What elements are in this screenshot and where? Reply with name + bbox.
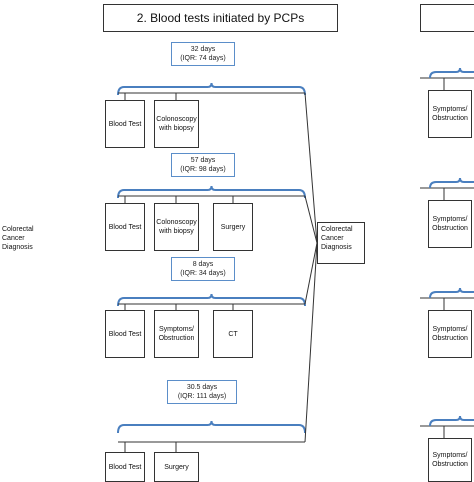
bracket	[117, 420, 306, 434]
bracket	[117, 185, 306, 199]
step-box: Surgery	[213, 203, 253, 251]
step-box: Blood Test	[105, 452, 145, 482]
duration-box-3: 8 days (IQR: 34 days)	[171, 257, 235, 281]
step-box: Colonoscopy with biopsy	[154, 203, 199, 251]
bracket	[429, 177, 474, 189]
duration-value: 32 days	[190, 46, 216, 53]
duration-value: 30.5 days	[186, 384, 218, 391]
step-box: Symptoms/ Obstruction	[154, 310, 199, 358]
right-step-box: Symptoms/ Obstruction	[428, 310, 472, 358]
converge-line	[304, 195, 318, 244]
right-step-box: Symptoms/ Obstruction	[428, 90, 472, 138]
step-box: Surgery	[154, 452, 199, 482]
step-box: Blood Test	[105, 310, 145, 358]
duration-value: 8 days	[192, 261, 214, 268]
duration-iqr: (IQR: 111 days)	[177, 393, 227, 400]
duration-box-4: 30.5 days (IQR: 111 days)	[167, 380, 237, 404]
bracket	[117, 82, 306, 96]
right-step-box: Symptoms/ Obstruction	[428, 438, 472, 482]
bracket	[429, 415, 474, 427]
center-diagnosis-box: Colorectal Cancer Diagnosis	[317, 222, 365, 264]
duration-iqr: (IQR: 34 days)	[180, 270, 226, 277]
panel-title: 2. Blood tests initiated by PCPs	[103, 4, 338, 32]
converge-line	[304, 92, 318, 244]
duration-iqr: (IQR: 74 days)	[180, 55, 226, 62]
bracket	[117, 293, 306, 307]
duration-iqr: (IQR: 98 days)	[180, 166, 226, 173]
bracket	[429, 67, 474, 79]
right-step-box: Symptoms/ Obstruction	[428, 200, 472, 248]
duration-box-1: 32 days (IQR: 74 days)	[171, 42, 235, 66]
bracket	[429, 287, 474, 299]
duration-box-2: 57 days (IQR: 98 days)	[171, 153, 235, 177]
duration-value: 57 days	[190, 157, 216, 164]
step-box: Blood Test	[105, 100, 145, 148]
converge-line	[304, 242, 318, 443]
step-box: Blood Test	[105, 203, 145, 251]
step-box: CT	[213, 310, 253, 358]
right-panel-title	[420, 4, 474, 32]
left-diagnosis-label: Colorectal Cancer Diagnosis	[2, 226, 34, 251]
step-box: Colonoscopy with biopsy	[154, 100, 199, 148]
converge-line	[304, 242, 318, 305]
